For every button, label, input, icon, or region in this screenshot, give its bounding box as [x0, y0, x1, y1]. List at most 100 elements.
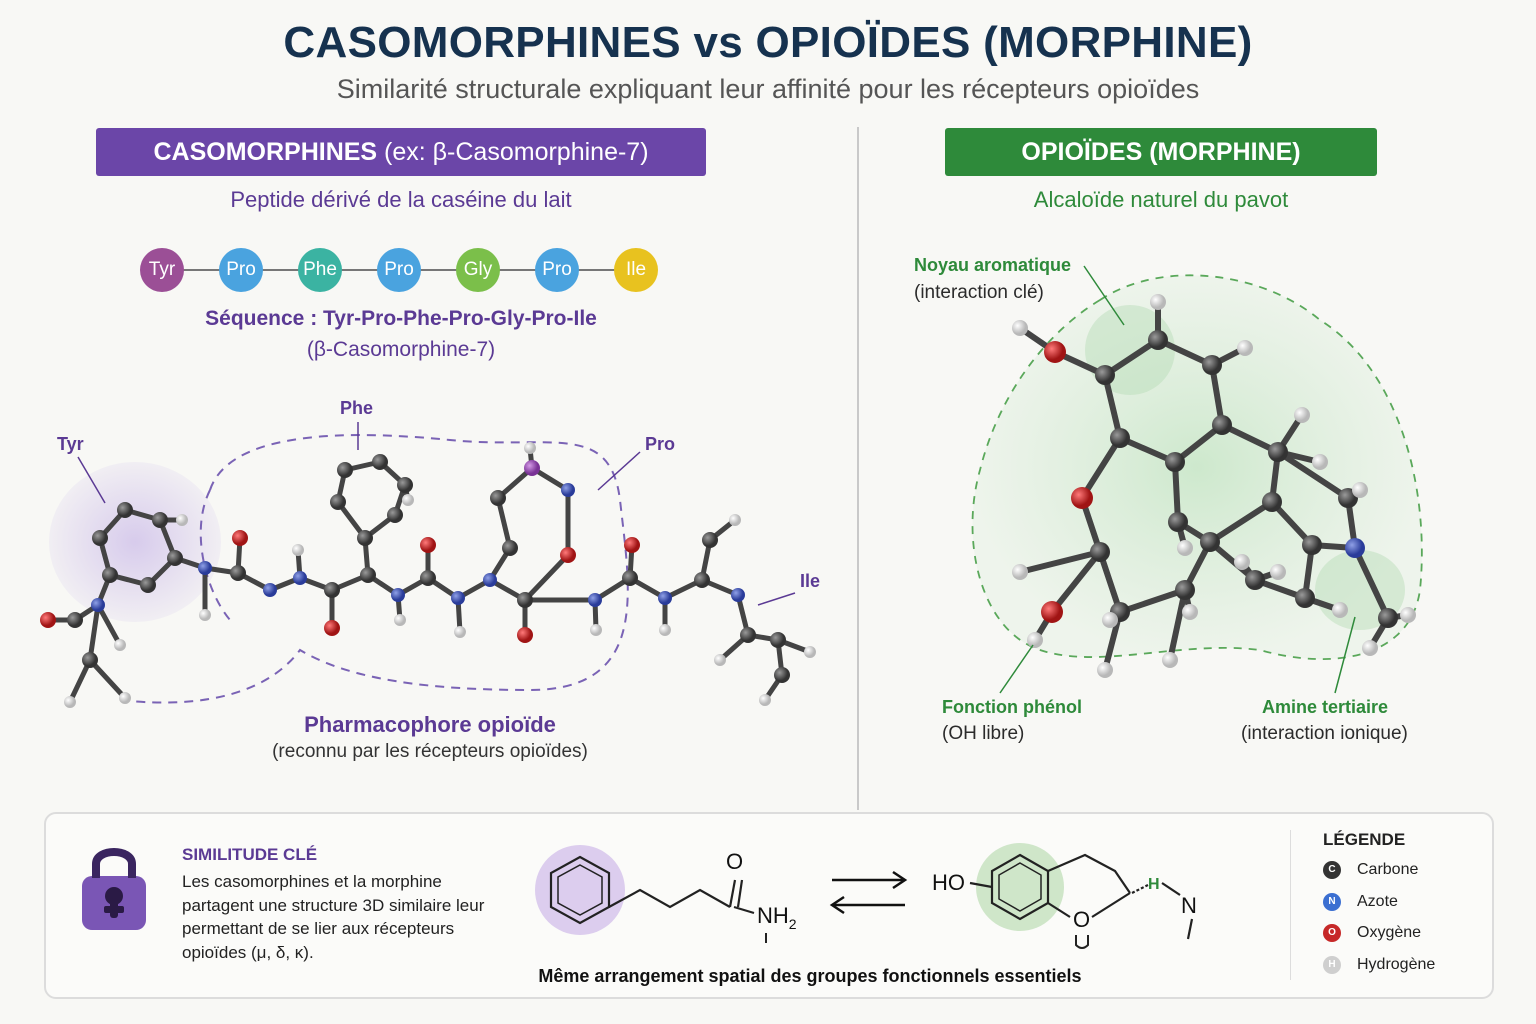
similarity-panel — [44, 812, 1494, 999]
label-tyr: Tyr — [57, 434, 84, 454]
atom-H — [1332, 602, 1348, 618]
atom-C — [1295, 588, 1315, 608]
atom-C — [140, 577, 156, 593]
atom-O — [1041, 601, 1063, 623]
atom-C — [1268, 442, 1288, 462]
legend-label: Azote — [1357, 893, 1398, 910]
amino-acid-tyr: Tyr — [140, 248, 184, 292]
atom-H — [1012, 320, 1028, 336]
atom-O — [517, 627, 533, 643]
atom-H — [1237, 340, 1253, 356]
amino-acid-gly: Gly — [456, 248, 500, 292]
phenyl-ring — [549, 855, 611, 925]
formula-left-amine: NH2 — [757, 903, 797, 932]
atom-N — [483, 573, 497, 587]
sequence-label: Séquence : Tyr-Pro-Phe-Pro-Gly-Pro-Ile — [205, 307, 597, 330]
bond — [87, 657, 128, 701]
atom-H — [1177, 540, 1193, 556]
atom-H — [119, 692, 131, 704]
formula-left-oxygen: O — [726, 849, 743, 874]
casomorphine-subheader: Peptide dérivé de la caséine du lait — [230, 187, 572, 212]
amine-sub: (interaction ionique) — [1241, 723, 1408, 744]
atom-C — [337, 462, 353, 478]
atom-H — [759, 694, 771, 706]
bond — [495, 495, 513, 551]
formula-right-hydroxyl: HO — [932, 870, 965, 895]
bottom-caption: Même arrangement spatial des groupes fon… — [538, 966, 1082, 986]
label-pro: Pro — [645, 434, 675, 454]
atom-O — [624, 537, 640, 553]
atom-C — [82, 652, 98, 668]
casomorphine-molecule: Tyr Phe Pro Ile — [40, 398, 820, 708]
atom-N — [1345, 538, 1365, 558]
formula-right-nitrogen: N — [1181, 893, 1197, 918]
atom-N — [561, 483, 575, 497]
bond — [1117, 587, 1188, 615]
atom-C — [770, 632, 786, 648]
atom-C — [1095, 365, 1115, 385]
atom-H — [292, 544, 304, 556]
atom-C — [517, 592, 533, 608]
structure-comparison: O NH2 HO O H N — [535, 843, 1197, 949]
bond — [1167, 587, 1188, 663]
atom-C — [167, 550, 183, 566]
atom-C — [1245, 570, 1265, 590]
amino-acid-pro: Pro — [219, 248, 263, 292]
morphine-subheader: Alcaloïde naturel du pavot — [1033, 187, 1289, 212]
atom-C — [330, 494, 346, 510]
phenyl-highlight — [535, 845, 625, 935]
atom-C — [420, 570, 436, 586]
casomorphine-header-detail: (ex: β-Casomorphine-7) — [377, 138, 649, 166]
atom-C — [740, 627, 756, 643]
atom-C — [324, 582, 340, 598]
atom-N — [451, 591, 465, 605]
atom-O — [324, 620, 340, 636]
atom-H — [1150, 294, 1166, 310]
bond — [95, 602, 123, 648]
bond — [1209, 362, 1225, 428]
bond — [1049, 549, 1103, 615]
tyr-highlight — [49, 462, 221, 622]
amino-acid-ile: Ile — [614, 248, 658, 292]
atom-C — [1262, 492, 1282, 512]
atom-N — [198, 561, 212, 575]
phenol-title: Fonction phénol — [942, 697, 1082, 717]
morphine-header: OPIOÏDES (MORPHINE) — [945, 128, 1377, 176]
atom-C — [622, 570, 638, 586]
atom-N — [391, 588, 405, 602]
atom-C — [1212, 415, 1232, 435]
atom-C — [1168, 512, 1188, 532]
atom-C — [1175, 580, 1195, 600]
atom-H — [714, 654, 726, 666]
lock-icon — [82, 848, 146, 930]
label-phe: Phe — [340, 398, 373, 418]
legend-label: Carbone — [1357, 861, 1419, 878]
pharmacophore-subtitle: (reconnu par les récepteurs opioïdes) — [272, 741, 588, 762]
atom-H — [1097, 662, 1113, 678]
atom-H — [1270, 564, 1286, 580]
bond — [1352, 545, 1391, 621]
bond — [1117, 435, 1178, 465]
atom-H — [454, 626, 466, 638]
atom-N — [658, 591, 672, 605]
atom-H — [524, 442, 536, 454]
atom-N — [91, 598, 105, 612]
bond — [522, 552, 571, 603]
legend-label: Oxygène — [1357, 924, 1422, 941]
atom-C — [387, 507, 403, 523]
atom-H — [1162, 652, 1178, 668]
atom-H — [114, 639, 126, 651]
legend-separator — [1290, 830, 1291, 980]
atom-C — [360, 567, 376, 583]
atom-C — [490, 490, 506, 506]
atom-H — [176, 514, 188, 526]
atom-H — [402, 494, 414, 506]
atom-H — [1352, 482, 1368, 498]
bond — [1102, 372, 1123, 441]
atom-C — [774, 667, 790, 683]
equilibrium-arrows-icon — [829, 870, 908, 915]
atom-N — [293, 571, 307, 585]
